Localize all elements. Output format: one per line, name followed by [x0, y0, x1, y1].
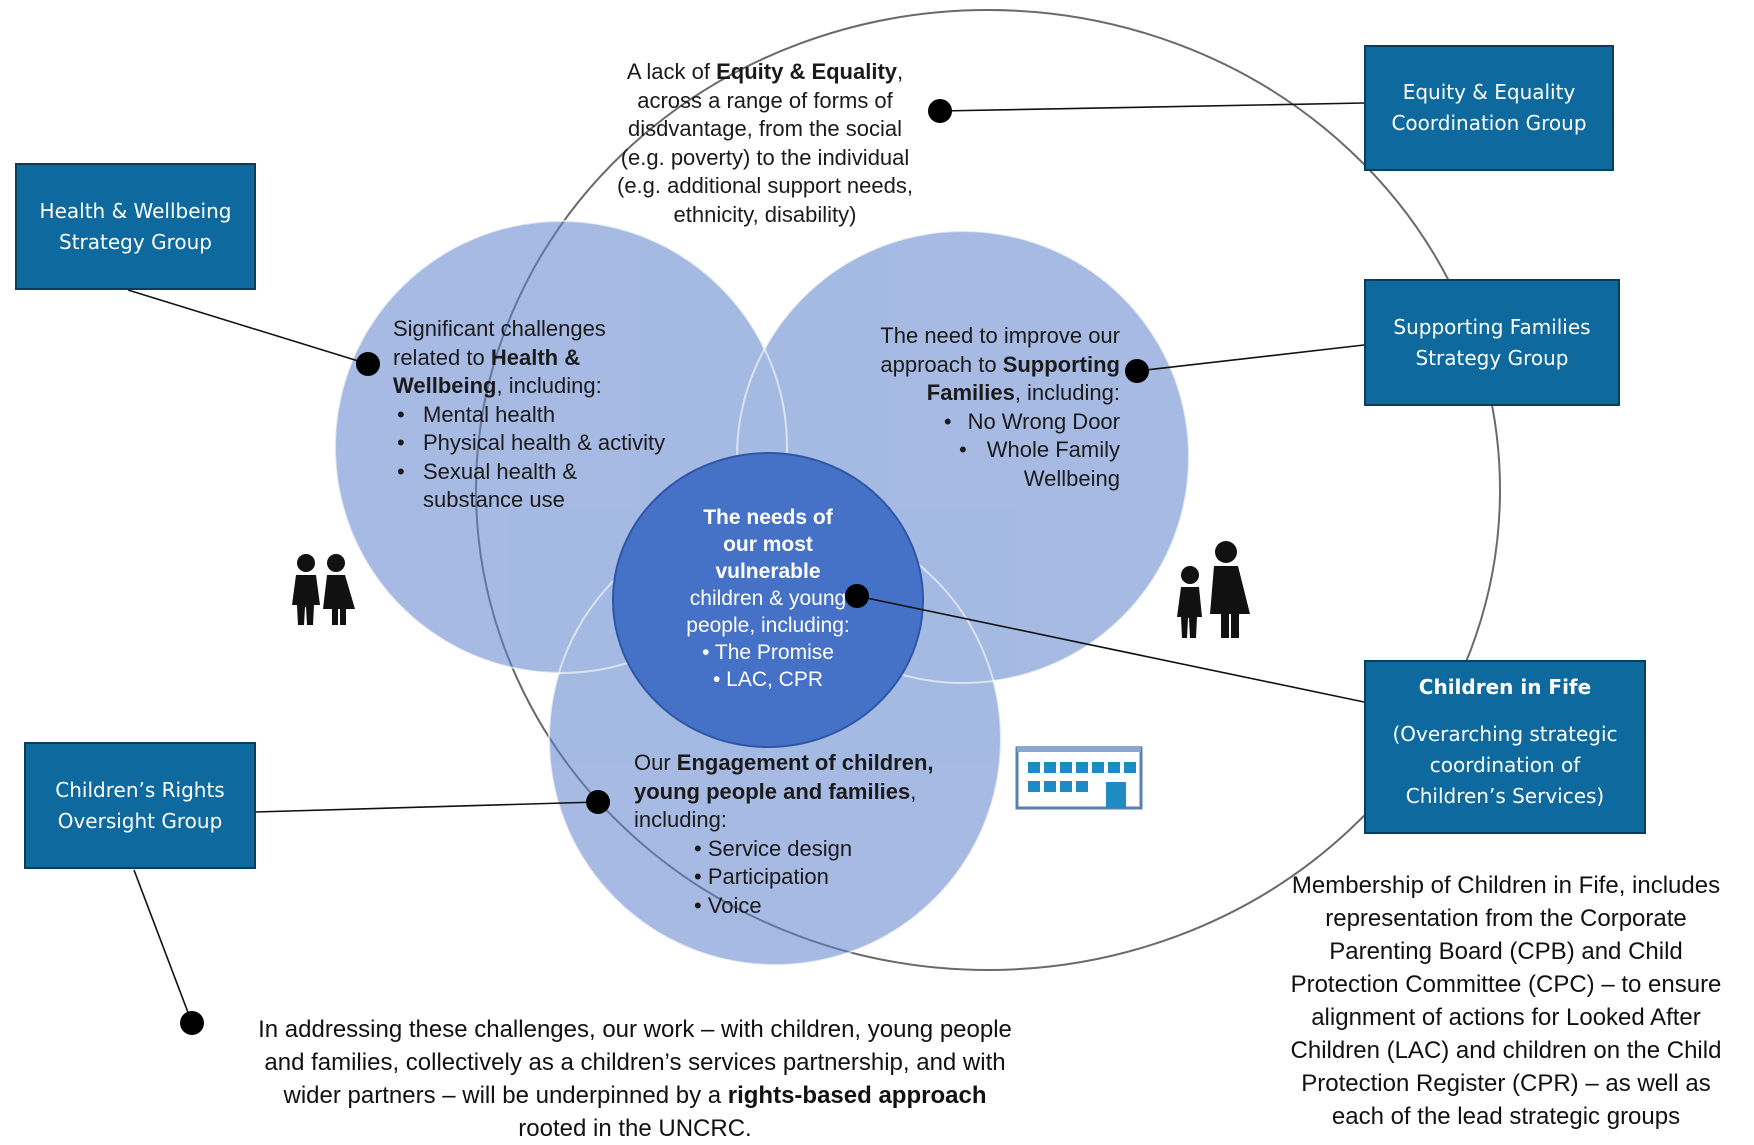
families-line3: Families, including: — [926, 380, 1120, 405]
health-description: Significant challenges related to Health… — [393, 315, 693, 515]
families-bullet-wf-cont: Wellbeing — [1023, 465, 1120, 491]
center-description: The needs of our most vulnerable childre… — [640, 504, 896, 693]
children-in-fife-box: Children in Fife (Overarching strategic … — [1364, 660, 1646, 834]
membership-line4: Protection Committee (CPC) – to ensure — [1290, 971, 1722, 998]
center-line1: The needs of — [703, 506, 833, 529]
families-dot — [1125, 359, 1149, 383]
engagement-line2: young people and families, — [634, 778, 917, 804]
school-building-icon — [1015, 746, 1143, 810]
center-line6: • The Promise — [702, 641, 834, 664]
engagement-bullet-participation: • Participation — [694, 864, 829, 889]
families-bullet-wf: •Whole Family — [959, 437, 1120, 462]
childrens-rights-box: Children’s Rights Oversight Group — [24, 742, 256, 869]
health-line2: related to Health & — [393, 344, 581, 370]
fife-box-line1: (Overarching strategic — [1392, 722, 1618, 746]
membership-line3: Parenting Board (CPB) and Child — [1329, 938, 1683, 965]
health-wellbeing-box: Health & Wellbeing Strategy Group — [15, 163, 256, 290]
membership-statement: Membership of Children in Fife, includes… — [1262, 869, 1750, 1133]
bottom-line1: In addressing these challenges, our work… — [258, 1016, 1012, 1043]
rights-down-connector — [133, 869, 193, 1024]
fife-connector — [856, 595, 1365, 703]
membership-line7: Protection Register (CPR) – as well as — [1301, 1070, 1711, 1097]
families-box-line2: Strategy Group — [1415, 345, 1569, 370]
families-connector — [1136, 344, 1365, 372]
rights-based-statement: In addressing these challenges, our work… — [200, 1013, 1070, 1145]
equity-box-line1: Equity & Equality — [1402, 80, 1576, 104]
fife-box-line3: Children’s Services) — [1405, 784, 1605, 808]
engagement-line1: Our Engagement of children, — [634, 750, 934, 775]
membership-line6: Children (LAC) and children on the Child — [1290, 1037, 1722, 1064]
center-dot — [845, 584, 869, 608]
health-bullet-physical: Physical health & activity — [393, 429, 693, 458]
equity-line3: disdvantage, from the social — [628, 116, 902, 141]
center-circle — [612, 452, 924, 748]
equity-line2: across a range of forms of — [637, 87, 893, 113]
fife-box-title: Children in Fife — [1418, 675, 1592, 699]
rights-connector — [254, 801, 599, 813]
center-line3: vulnerable — [715, 560, 821, 583]
rights-box-line1: Children’s Rights — [55, 777, 225, 802]
supporting-families-box: Supporting Families Strategy Group — [1364, 279, 1620, 406]
membership-line5: alignment of actions for Looked After — [1311, 1004, 1701, 1031]
center-line7: • LAC, CPR — [712, 668, 824, 691]
membership-line2: representation from the Corporate — [1325, 905, 1687, 932]
engagement-bullet-voice: • Voice — [694, 892, 762, 918]
families-description: The need to improve our approach to Supp… — [820, 322, 1120, 493]
health-bullet-sexual-cont: substance use — [423, 487, 565, 512]
health-line1: Significant challenges — [393, 316, 606, 341]
center-line5: people, including: — [686, 614, 850, 637]
equity-description: A lack of Equity & Equality, across a ra… — [590, 58, 940, 229]
engagement-description: Our Engagement of children, young people… — [634, 749, 974, 920]
health-box-line2: Strategy Group — [59, 229, 212, 254]
bottom-dot — [180, 1011, 204, 1035]
engagement-dot — [586, 790, 610, 814]
membership-line8: each of the lead strategic groups — [1331, 1103, 1681, 1130]
health-line3: Wellbeing, including: — [393, 373, 602, 398]
equity-line1: A lack of Equity & Equality, — [626, 59, 904, 84]
families-line2: approach to Supporting — [880, 351, 1120, 377]
equity-dot — [928, 99, 952, 123]
rights-box-line2: Oversight Group — [57, 808, 223, 833]
fife-box-line2: coordination of — [1429, 753, 1581, 777]
health-dot — [356, 352, 380, 376]
bottom-line4: rooted in the UNCRC. — [518, 1115, 752, 1142]
health-bullet-mental: Mental health — [393, 401, 693, 430]
equity-equality-box: Equity & Equality Coordination Group — [1364, 45, 1614, 171]
families-box-line1: Supporting Families — [1393, 314, 1591, 339]
families-bullet-nwd: •No Wrong Door — [943, 408, 1120, 434]
families-line1: The need to improve our — [880, 323, 1120, 348]
equity-line6: ethnicity, disability) — [673, 201, 857, 227]
health-bullet-sexual: Sexual health & — [393, 458, 693, 487]
equity-line5: (e.g. additional support needs, — [617, 173, 913, 198]
parent-child-icon — [1177, 541, 1250, 638]
center-line4: children & young — [689, 587, 847, 610]
engagement-line3: including: — [634, 807, 727, 832]
health-connector — [127, 289, 369, 365]
health-box-line1: Health & Wellbeing — [39, 198, 232, 223]
bottom-line2: and families, collectively as a children… — [264, 1049, 1006, 1076]
equity-connector — [939, 102, 1365, 112]
children-pair-icon — [292, 554, 355, 625]
equity-box-line2: Coordination Group — [1391, 111, 1587, 135]
center-line2: our most — [723, 533, 813, 556]
engagement-bullet-service: • Service design — [694, 835, 853, 861]
membership-line1: Membership of Children in Fife, includes — [1291, 872, 1721, 899]
bottom-line3: wider partners – will be underpinned by … — [283, 1082, 987, 1109]
equity-line4: (e.g. poverty) to the individual — [620, 144, 910, 170]
